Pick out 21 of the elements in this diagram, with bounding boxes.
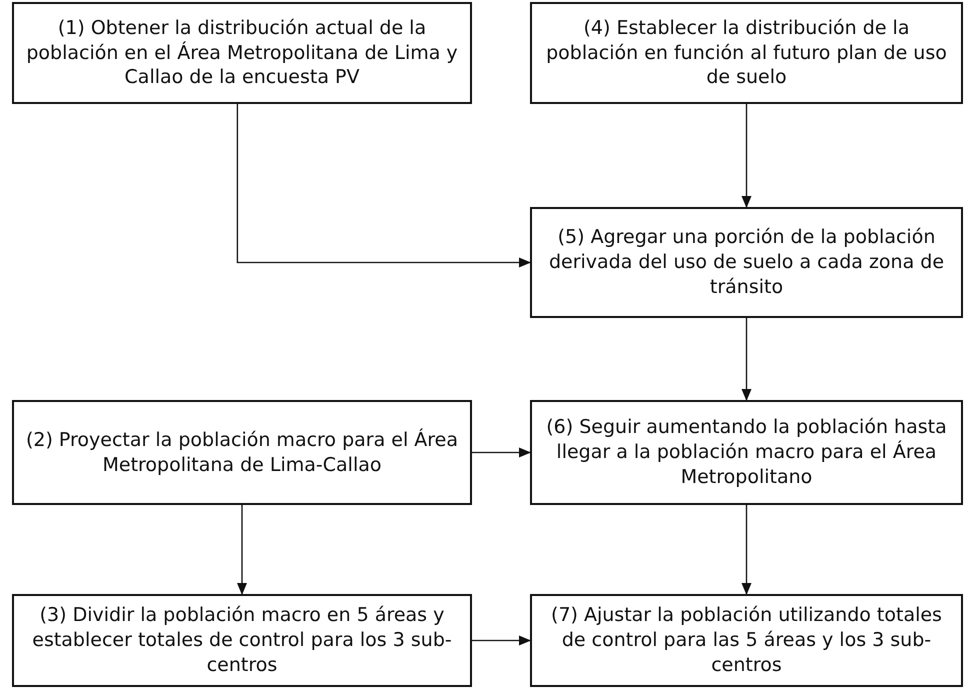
step-text: (4) Establecer la distribución de la población en función al futuro plan de uso de suelo xyxy=(545,16,948,90)
process-box xyxy=(530,207,963,318)
arrow xyxy=(236,104,531,268)
step-text: (6) Seguir aumentando la población hasta llegar a la población macro para el Área Metropolitano xyxy=(545,415,948,490)
process-box xyxy=(530,594,963,687)
process-box xyxy=(530,2,963,104)
arrow xyxy=(237,505,247,595)
process-box xyxy=(12,594,472,687)
arrow xyxy=(742,104,752,208)
arrow xyxy=(742,505,752,595)
arrow xyxy=(472,636,531,646)
process-box xyxy=(530,400,963,505)
arrow xyxy=(472,448,531,458)
process-box xyxy=(12,400,472,505)
step-text: (7) Ajustar la población utilizando totales de control para las 5 áreas y los 3 sub-centros xyxy=(550,603,943,678)
step-text: (5) Agregar una porción de la población derivada del uso de suelo a cada zona de tránsito xyxy=(548,225,946,300)
process-box xyxy=(12,2,472,104)
step-text: (1) Obtener la distribución actual de la población en el Área Metropolitana de Lima y Callao de la encuesta PV xyxy=(25,16,459,90)
step-text: (2) Proyectar la población macro para el Área Metropolitana de Lima-Callao xyxy=(24,428,460,478)
arrow xyxy=(742,318,752,401)
step-text: (3) Dividir la población macro en 5 áreas y establecer totales de control para los 3 sub-centros xyxy=(31,603,453,678)
